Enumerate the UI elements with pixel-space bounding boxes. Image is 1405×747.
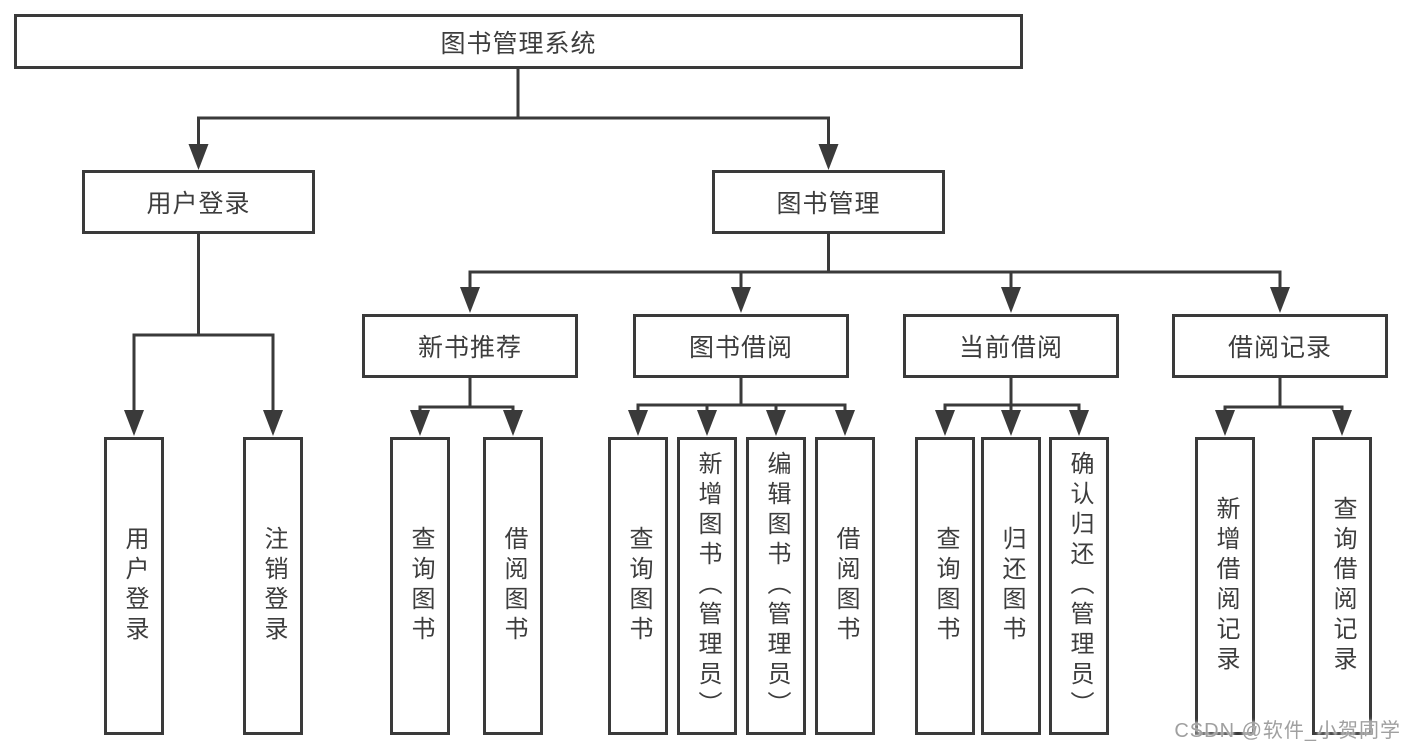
node-library-management-system: 图书管理系统 <box>14 14 1023 69</box>
node-label: 借阅记录 <box>1227 334 1332 362</box>
leaf-query-books: 查询图书 <box>390 437 450 735</box>
connector-root-to-level2 <box>188 69 839 170</box>
node-label: 新书推荐 <box>417 334 522 362</box>
node-book-borrowing: 图书借阅 <box>633 314 849 378</box>
leaf-add-borrow-record: 新增借阅记录 <box>1195 437 1255 735</box>
leaf-label: 新增借阅记录 <box>1212 496 1239 676</box>
node-current-borrowing: 当前借阅 <box>903 314 1119 378</box>
leaf-add-books-admin: 新增图书（管理员） <box>677 437 737 735</box>
node-user-login: 用户登录 <box>82 170 315 234</box>
node-label: 图书管理 <box>776 190 881 218</box>
leaf-edit-books-admin: 编辑图书（管理员） <box>746 437 806 735</box>
connector-book-mgmt-to-level3 <box>460 234 1290 313</box>
leaf-label: 查询图书 <box>932 526 959 646</box>
connector-book-borrow-to-leaves <box>628 378 855 436</box>
leaf-label: 查询借阅记录 <box>1329 496 1356 676</box>
connector-new-book-rec-to-leaves <box>410 378 523 436</box>
leaf-logout: 注销登录 <box>243 437 303 735</box>
leaf-label: 确认归还（管理员） <box>1066 451 1093 721</box>
leaf-borrow-books: 借阅图书 <box>483 437 543 735</box>
leaf-return-books: 归还图书 <box>981 437 1041 735</box>
node-label: 图书管理系统 <box>440 29 597 58</box>
leaf-confirm-return-admin: 确认归还（管理员） <box>1049 437 1109 735</box>
leaf-label: 新增图书（管理员） <box>694 451 721 721</box>
leaf-query-borrow-record: 查询借阅记录 <box>1312 437 1372 735</box>
leaf-label: 借阅图书 <box>832 526 859 646</box>
leaf-label: 注销登录 <box>260 526 287 646</box>
leaf-label: 查询图书 <box>625 526 652 646</box>
csdn-watermark: CSDN @软件_小贺同学 <box>1174 720 1401 742</box>
leaf-query-books: 查询图书 <box>608 437 668 735</box>
leaf-label: 查询图书 <box>407 526 434 646</box>
leaf-label: 归还图书 <box>998 526 1025 646</box>
leaf-label: 用户登录 <box>121 526 148 646</box>
leaf-label: 编辑图书（管理员） <box>763 451 790 721</box>
leaf-borrow-books: 借阅图书 <box>815 437 875 735</box>
connector-current-borrow-to-leaves <box>935 378 1089 436</box>
node-label: 用户登录 <box>146 190 251 218</box>
node-label: 图书借阅 <box>688 334 793 362</box>
node-borrowing-records: 借阅记录 <box>1172 314 1388 378</box>
node-label: 当前借阅 <box>958 334 1063 362</box>
leaf-label: 借阅图书 <box>500 526 527 646</box>
node-book-management: 图书管理 <box>712 170 945 234</box>
leaf-query-books: 查询图书 <box>915 437 975 735</box>
node-new-book-recommendation: 新书推荐 <box>362 314 578 378</box>
leaf-user-login: 用户登录 <box>104 437 164 735</box>
connector-borrow-records-to-leaves <box>1215 378 1352 436</box>
connector-user-login-to-leaves <box>124 234 283 436</box>
